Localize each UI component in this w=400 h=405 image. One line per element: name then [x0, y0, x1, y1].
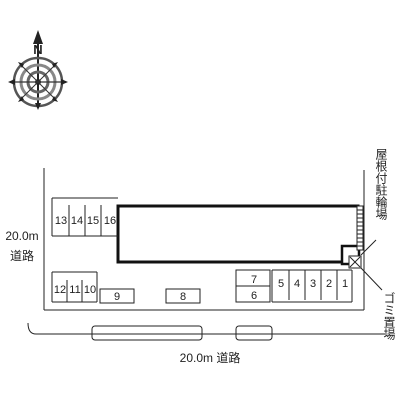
building: [116, 204, 361, 266]
parking-space-16: 16: [104, 215, 116, 227]
parking-space-9: 9: [114, 291, 120, 303]
parking-space-15: 15: [87, 215, 99, 227]
parking-space-6: 6: [251, 290, 257, 302]
parking-space-3: 3: [310, 278, 316, 290]
bicycle-parking-area: [356, 205, 364, 251]
parking-spaces: [51, 197, 353, 304]
parking-space-4: 4: [294, 278, 300, 290]
garbage-station-icon: [348, 255, 362, 269]
left-road-width: 20.0m: [5, 229, 38, 243]
parking-space-2: 2: [326, 278, 332, 290]
parking-space-12: 12: [54, 284, 66, 296]
property-boundary: [43, 168, 365, 311]
bottom-road-curb: [27, 322, 385, 341]
parking-space-13: 13: [55, 215, 67, 227]
bicycle-parking-label: 屋根付駐輪場: [374, 148, 388, 221]
parking-space-14: 14: [71, 215, 83, 227]
parking-space-10: 10: [84, 284, 96, 296]
compass-rose-icon: N: [8, 30, 68, 110]
parking-space-11: 11: [69, 284, 80, 296]
parking-space-5: 5: [278, 278, 284, 290]
parking-numbers: 13 14 15 16 12 11 10 9 8 7 6 5 4 3 2 1: [54, 215, 348, 303]
leader-lines: [360, 239, 383, 291]
bottom-road-label: 20.0m 道路: [180, 350, 241, 365]
parking-space-7: 7: [251, 274, 257, 286]
parking-space-1: 1: [342, 278, 348, 290]
parking-space-8: 8: [180, 291, 186, 303]
left-road-name: 道路: [10, 248, 34, 263]
garbage-label: ゴミ置場: [382, 291, 396, 341]
